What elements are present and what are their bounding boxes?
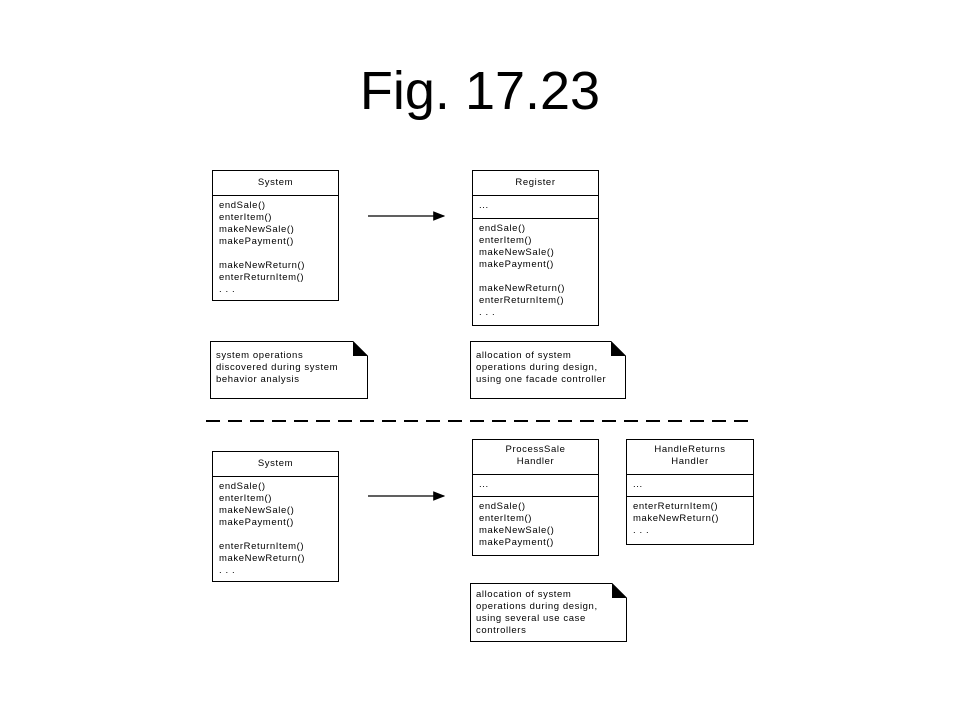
note-line: controllers	[476, 625, 527, 636]
class-name: System	[213, 452, 338, 477]
note-line: using several use case	[476, 613, 586, 624]
operation: . . .	[219, 565, 236, 576]
operation: . . .	[479, 307, 496, 318]
handle-returns-handler-class: HandleReturns Handler ... enterReturnIte…	[626, 439, 754, 545]
note-use-case-controllers: allocation of system operations during d…	[470, 583, 627, 642]
note-line: system operations	[216, 350, 304, 361]
operation: endSale()	[479, 223, 526, 234]
operation: enterItem()	[219, 212, 273, 223]
note-line: allocation of system	[476, 350, 572, 361]
note-line: behavior analysis	[216, 374, 300, 385]
operation: . . .	[219, 284, 236, 295]
note-shape	[470, 341, 626, 399]
attribute: ...	[479, 479, 489, 490]
process-sale-handler-class: ProcessSale Handler ... endSale() enterI…	[472, 439, 599, 556]
attributes: ...	[473, 475, 598, 497]
attributes: ...	[627, 475, 753, 497]
class-name-label: HandleReturns	[654, 444, 726, 455]
operation: makePayment()	[219, 517, 294, 528]
operation: makePayment()	[479, 537, 554, 548]
class-name: Register	[473, 171, 598, 196]
operations: endSale() enterItem() makeNewSale() make…	[213, 477, 338, 577]
class-name: ProcessSale Handler	[473, 440, 598, 475]
operation: makeNewSale()	[219, 224, 295, 235]
class-name: HandleReturns Handler	[627, 440, 753, 475]
class-name-label: System	[257, 177, 294, 188]
note-facade-controller: allocation of system operations during d…	[470, 341, 626, 399]
attribute: ...	[633, 479, 643, 490]
operation: makeNewReturn()	[219, 260, 306, 271]
class-name-label: Handler	[516, 456, 555, 467]
operation: enterReturnItem()	[479, 295, 565, 306]
note-shape	[210, 341, 368, 399]
operation: enterReturnItem()	[219, 541, 305, 552]
class-name: System	[213, 171, 338, 196]
operations: endSale() enterItem() makeNewSale() make…	[213, 196, 338, 296]
operation: . . .	[633, 525, 650, 536]
class-name-label: Register	[515, 177, 556, 188]
operation: enterReturnItem()	[633, 501, 719, 512]
note-line: operations during design,	[476, 601, 598, 612]
note-line: using one facade controller	[476, 374, 607, 385]
top-system-class: System endSale() enterItem() makeNewSale…	[212, 170, 339, 301]
operation: enterItem()	[219, 493, 273, 504]
operation: makeNewSale()	[479, 525, 555, 536]
operation: makeNewReturn()	[633, 513, 720, 524]
attributes: ...	[473, 196, 598, 219]
note-shape	[470, 583, 627, 642]
note-line: allocation of system	[476, 589, 572, 600]
operation: endSale()	[479, 501, 526, 512]
operation: makeNewReturn()	[479, 283, 566, 294]
note-line: discovered during system	[216, 362, 339, 373]
class-name-label: Handler	[671, 456, 709, 467]
attribute: ...	[479, 200, 489, 211]
operation: enterItem()	[479, 235, 533, 246]
operation: endSale()	[219, 481, 266, 492]
operation: enterReturnItem()	[219, 272, 305, 283]
class-name-label: System	[257, 458, 294, 469]
operation: makeNewSale()	[479, 247, 555, 258]
note-line: operations during design,	[476, 362, 598, 373]
operation: makeNewSale()	[219, 505, 295, 516]
operation: makePayment()	[219, 236, 294, 247]
register-class: Register ... endSale() enterItem() makeN…	[472, 170, 599, 326]
operation: makePayment()	[479, 259, 554, 270]
operation: enterItem()	[479, 513, 533, 524]
operation: makeNewReturn()	[219, 553, 306, 564]
class-name-label: ProcessSale	[505, 444, 566, 455]
operations: enterReturnItem() makeNewReturn() . . .	[627, 497, 753, 537]
page-title: Fig. 17.23	[359, 61, 601, 121]
operations: endSale() enterItem() makeNewSale() make…	[473, 219, 598, 319]
bottom-system-class: System endSale() enterItem() makeNewSale…	[212, 451, 339, 582]
operations: endSale() enterItem() makeNewSale() make…	[473, 497, 598, 549]
operation: endSale()	[219, 200, 266, 211]
note-system-operations: system operations discovered during syst…	[210, 341, 368, 399]
